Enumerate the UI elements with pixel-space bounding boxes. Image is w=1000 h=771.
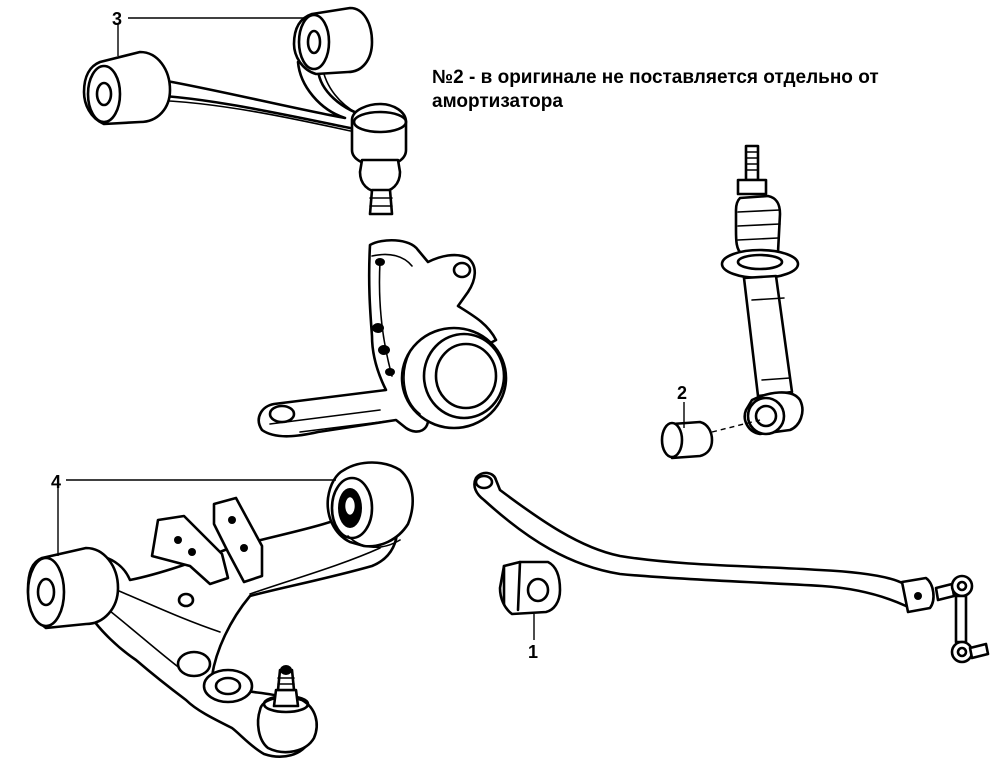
supply-note-line2: амортизатора: [432, 91, 563, 112]
callout-3: 3: [112, 9, 122, 29]
callout-1: 1: [528, 642, 538, 662]
shock-absorber: [720, 144, 804, 436]
callout-2: 2: [677, 383, 687, 403]
stabilizer-bushing: [498, 560, 562, 616]
supply-note-line1: №2 - в оригинале не поставляется отдельн…: [432, 67, 879, 88]
shock-bushing: [660, 419, 761, 460]
upper-control-arm: [82, 6, 408, 216]
lower-control-arm: [26, 461, 414, 758]
stabilizer-bar: [473, 471, 990, 664]
steering-knuckle: [257, 239, 508, 438]
supply-note: №2 - в оригинале не поставляется отдельн…: [432, 66, 972, 114]
callout-4: 4: [51, 472, 61, 492]
callout-leaders: [57, 17, 685, 640]
